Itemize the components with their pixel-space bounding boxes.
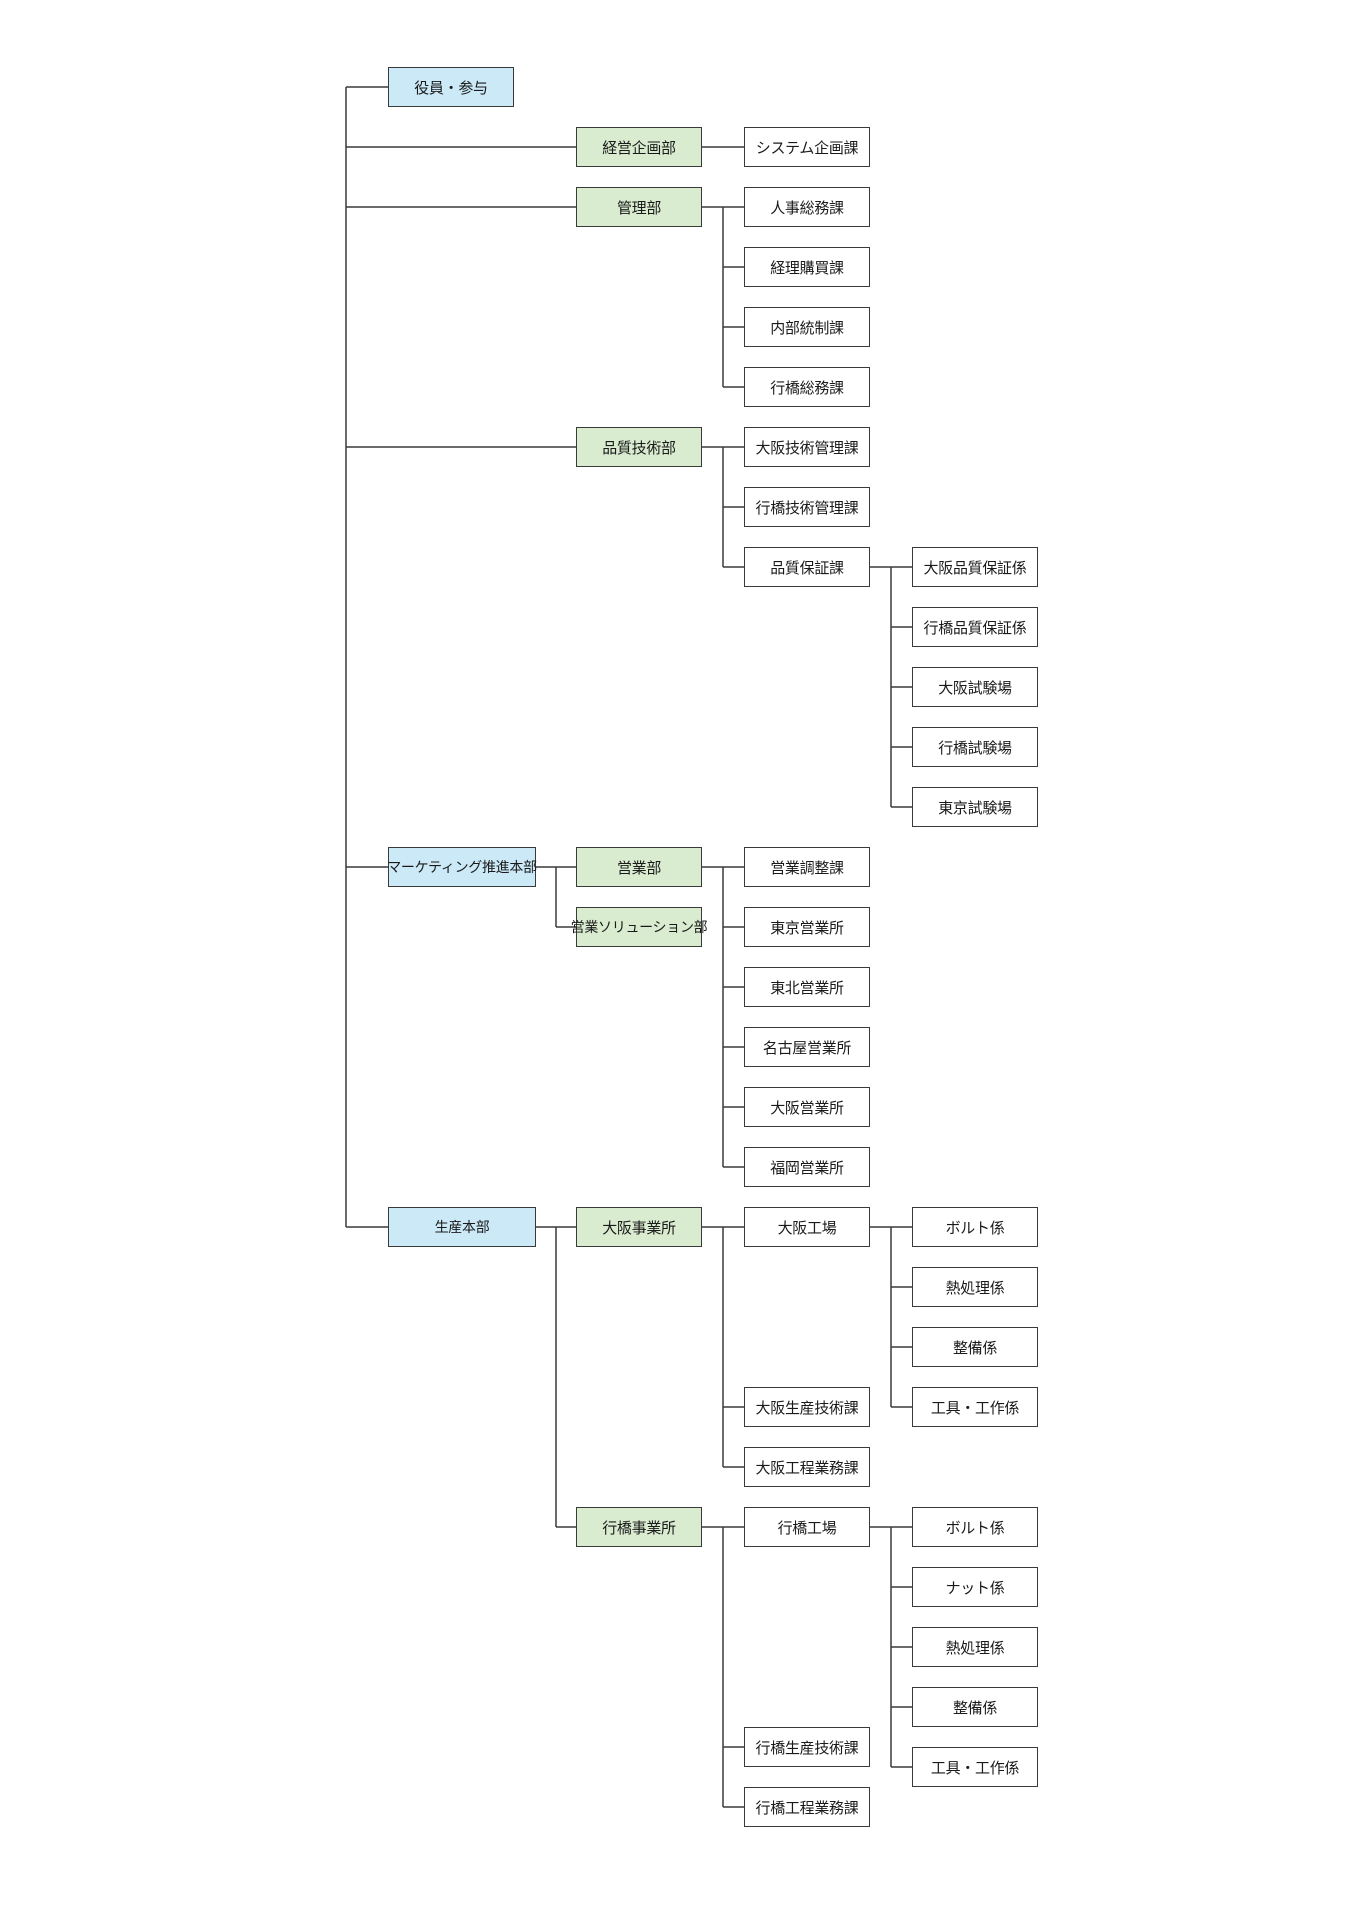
node-jinji-soumu: 人事総務課: [744, 187, 870, 227]
node-osaka-jigyosho: 大阪事業所: [576, 1207, 702, 1247]
node-naibu-tousei: 内部統制課: [744, 307, 870, 347]
node-nagoya-eigyo: 名古屋営業所: [744, 1027, 870, 1067]
node-gyokyo-shikenjo: 行橋試験場: [912, 727, 1038, 767]
node-fukuoka-eigyo: 福岡営業所: [744, 1147, 870, 1187]
node-eigyo-chosei: 営業調整課: [744, 847, 870, 887]
node-seisan: 生産本部: [388, 1207, 536, 1247]
node-eigyo-solution: 営業ソリューション部: [571, 907, 708, 947]
node-tokyo-eigyo: 東京営業所: [744, 907, 870, 947]
node-osaka-gijutsu-kanri: 大阪技術管理課: [744, 427, 870, 467]
node-system-kikaku: システム企画課: [744, 127, 870, 167]
node-gyokyo-soumu: 行橋総務課: [744, 367, 870, 407]
node-tohoku-eigyo: 東北営業所: [744, 967, 870, 1007]
node-gyokyo-seibi: 整備係: [912, 1687, 1038, 1727]
node-osaka-kotei-gyomu: 大阪工程業務課: [744, 1447, 870, 1487]
node-hinshitsu-hosho: 品質保証課: [744, 547, 870, 587]
node-hinshitsu-gijutsu: 品質技術部: [576, 427, 702, 467]
node-gyokyo-kogu: 工具・工作係: [912, 1747, 1038, 1787]
node-gyokyo-kojo: 行橋工場: [744, 1507, 870, 1547]
connector-osaka-jigyosho-children: [723, 1406, 744, 1468]
node-gyokyo-seisan-gijutsu: 行橋生産技術課: [744, 1727, 870, 1767]
node-osaka-netsushori: 熱処理係: [912, 1267, 1038, 1307]
connector-gyokyo-jigyosho-children: [723, 1746, 744, 1808]
node-osaka-eigyo: 大阪営業所: [744, 1087, 870, 1127]
node-gyokyo-gijutsu-kanri: 行橋技術管理課: [744, 487, 870, 527]
connector-hosho-children: [891, 566, 912, 808]
connector-osaka-kojo-children: [891, 1286, 912, 1408]
node-gyokyo-jigyosho: 行橋事業所: [576, 1507, 702, 1547]
node-eigyo: 営業部: [576, 847, 702, 887]
node-osaka-bolt: ボルト係: [912, 1207, 1038, 1247]
node-kanri: 管理部: [576, 187, 702, 227]
connector-eigyo-children: [723, 866, 744, 1168]
connector-hinshitsu-children: [723, 446, 744, 568]
node-osaka-hinshitsu-hosho: 大阪品質保証係: [912, 547, 1038, 587]
node-osaka-kojo: 大阪工場: [744, 1207, 870, 1247]
node-keiri-kobai: 経理購買課: [744, 247, 870, 287]
node-gyokyo-nut: ナット係: [912, 1567, 1038, 1607]
node-yakuin: 役員・参与: [388, 67, 514, 107]
node-marketing: マーケティング推進本部: [387, 847, 537, 887]
node-gyokyo-netsushori: 熱処理係: [912, 1627, 1038, 1667]
node-osaka-kogu: 工具・工作係: [912, 1387, 1038, 1427]
connector-gyokyo-kojo-children: [891, 1586, 912, 1768]
connector-kanri-children: [723, 206, 744, 388]
node-gyokyo-hinshitsu-hosho: 行橋品質保証係: [912, 607, 1038, 647]
node-keiei-kikaku: 経営企画部: [576, 127, 702, 167]
node-osaka-shikenjo: 大阪試験場: [912, 667, 1038, 707]
node-gyokyo-kotei-gyomu: 行橋工程業務課: [744, 1787, 870, 1827]
node-tokyo-shikenjo: 東京試験場: [912, 787, 1038, 827]
node-osaka-seisan-gijutsu: 大阪生産技術課: [744, 1387, 870, 1427]
node-gyokyo-bolt: ボルト係: [912, 1507, 1038, 1547]
node-osaka-seibi: 整備係: [912, 1327, 1038, 1367]
